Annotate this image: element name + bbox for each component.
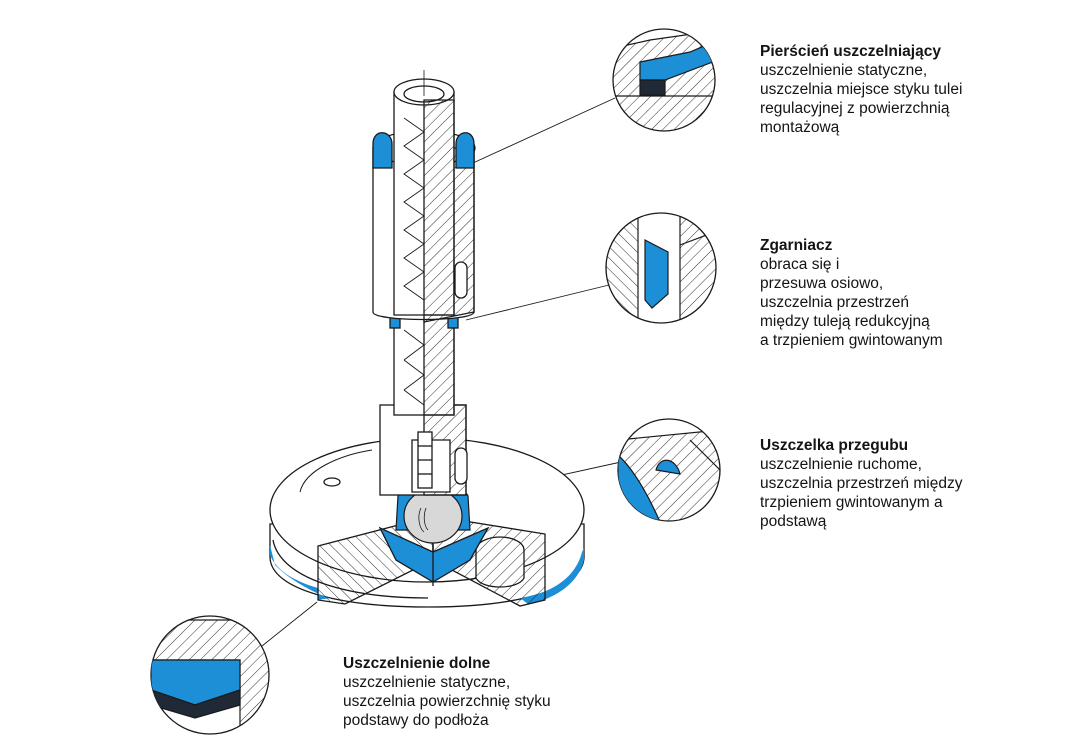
callout-joint: Uszczelka przegubu uszczelnienie ruchome… [760,436,962,531]
leader-ring [461,97,616,169]
callout-ring-body: uszczelnienie statyczne, uszczelnia miej… [760,62,963,136]
callout-ring-title: Pierścień uszczelniający [760,43,941,60]
callout-wiper-title: Zgarniacz [760,237,833,254]
callout-bottom: Uszczelnienie dolne uszczelnienie statyc… [343,654,551,730]
leader-wiper [465,284,610,321]
detail-bottom [150,615,270,735]
callout-wiper: Zgarniacz obraca się i przesuwa osiowo, … [760,236,943,350]
base-disc [269,437,585,608]
detail-wiper [605,212,717,324]
leader-bottom [261,601,318,647]
callout-bottom-title: Uszczelnienie dolne [343,655,491,672]
lower-shaft [379,404,468,496]
top-spindle [393,70,455,316]
middle-shaft [389,314,459,416]
detail-ring [612,28,716,132]
callout-joint-title: Uszczelka przegubu [760,437,909,454]
callout-wiper-body: obraca się i przesuwa osiowo, uszczelnia… [760,256,943,349]
callout-joint-body: uszczelnienie ruchome, uszczelnia przest… [760,456,963,530]
detail-joint [617,418,721,522]
callout-bottom-body: uszczelnienie statyczne, uszczelnia powi… [343,674,551,729]
callout-ring: Pierścień uszczelniający uszczelnienie s… [760,42,962,137]
